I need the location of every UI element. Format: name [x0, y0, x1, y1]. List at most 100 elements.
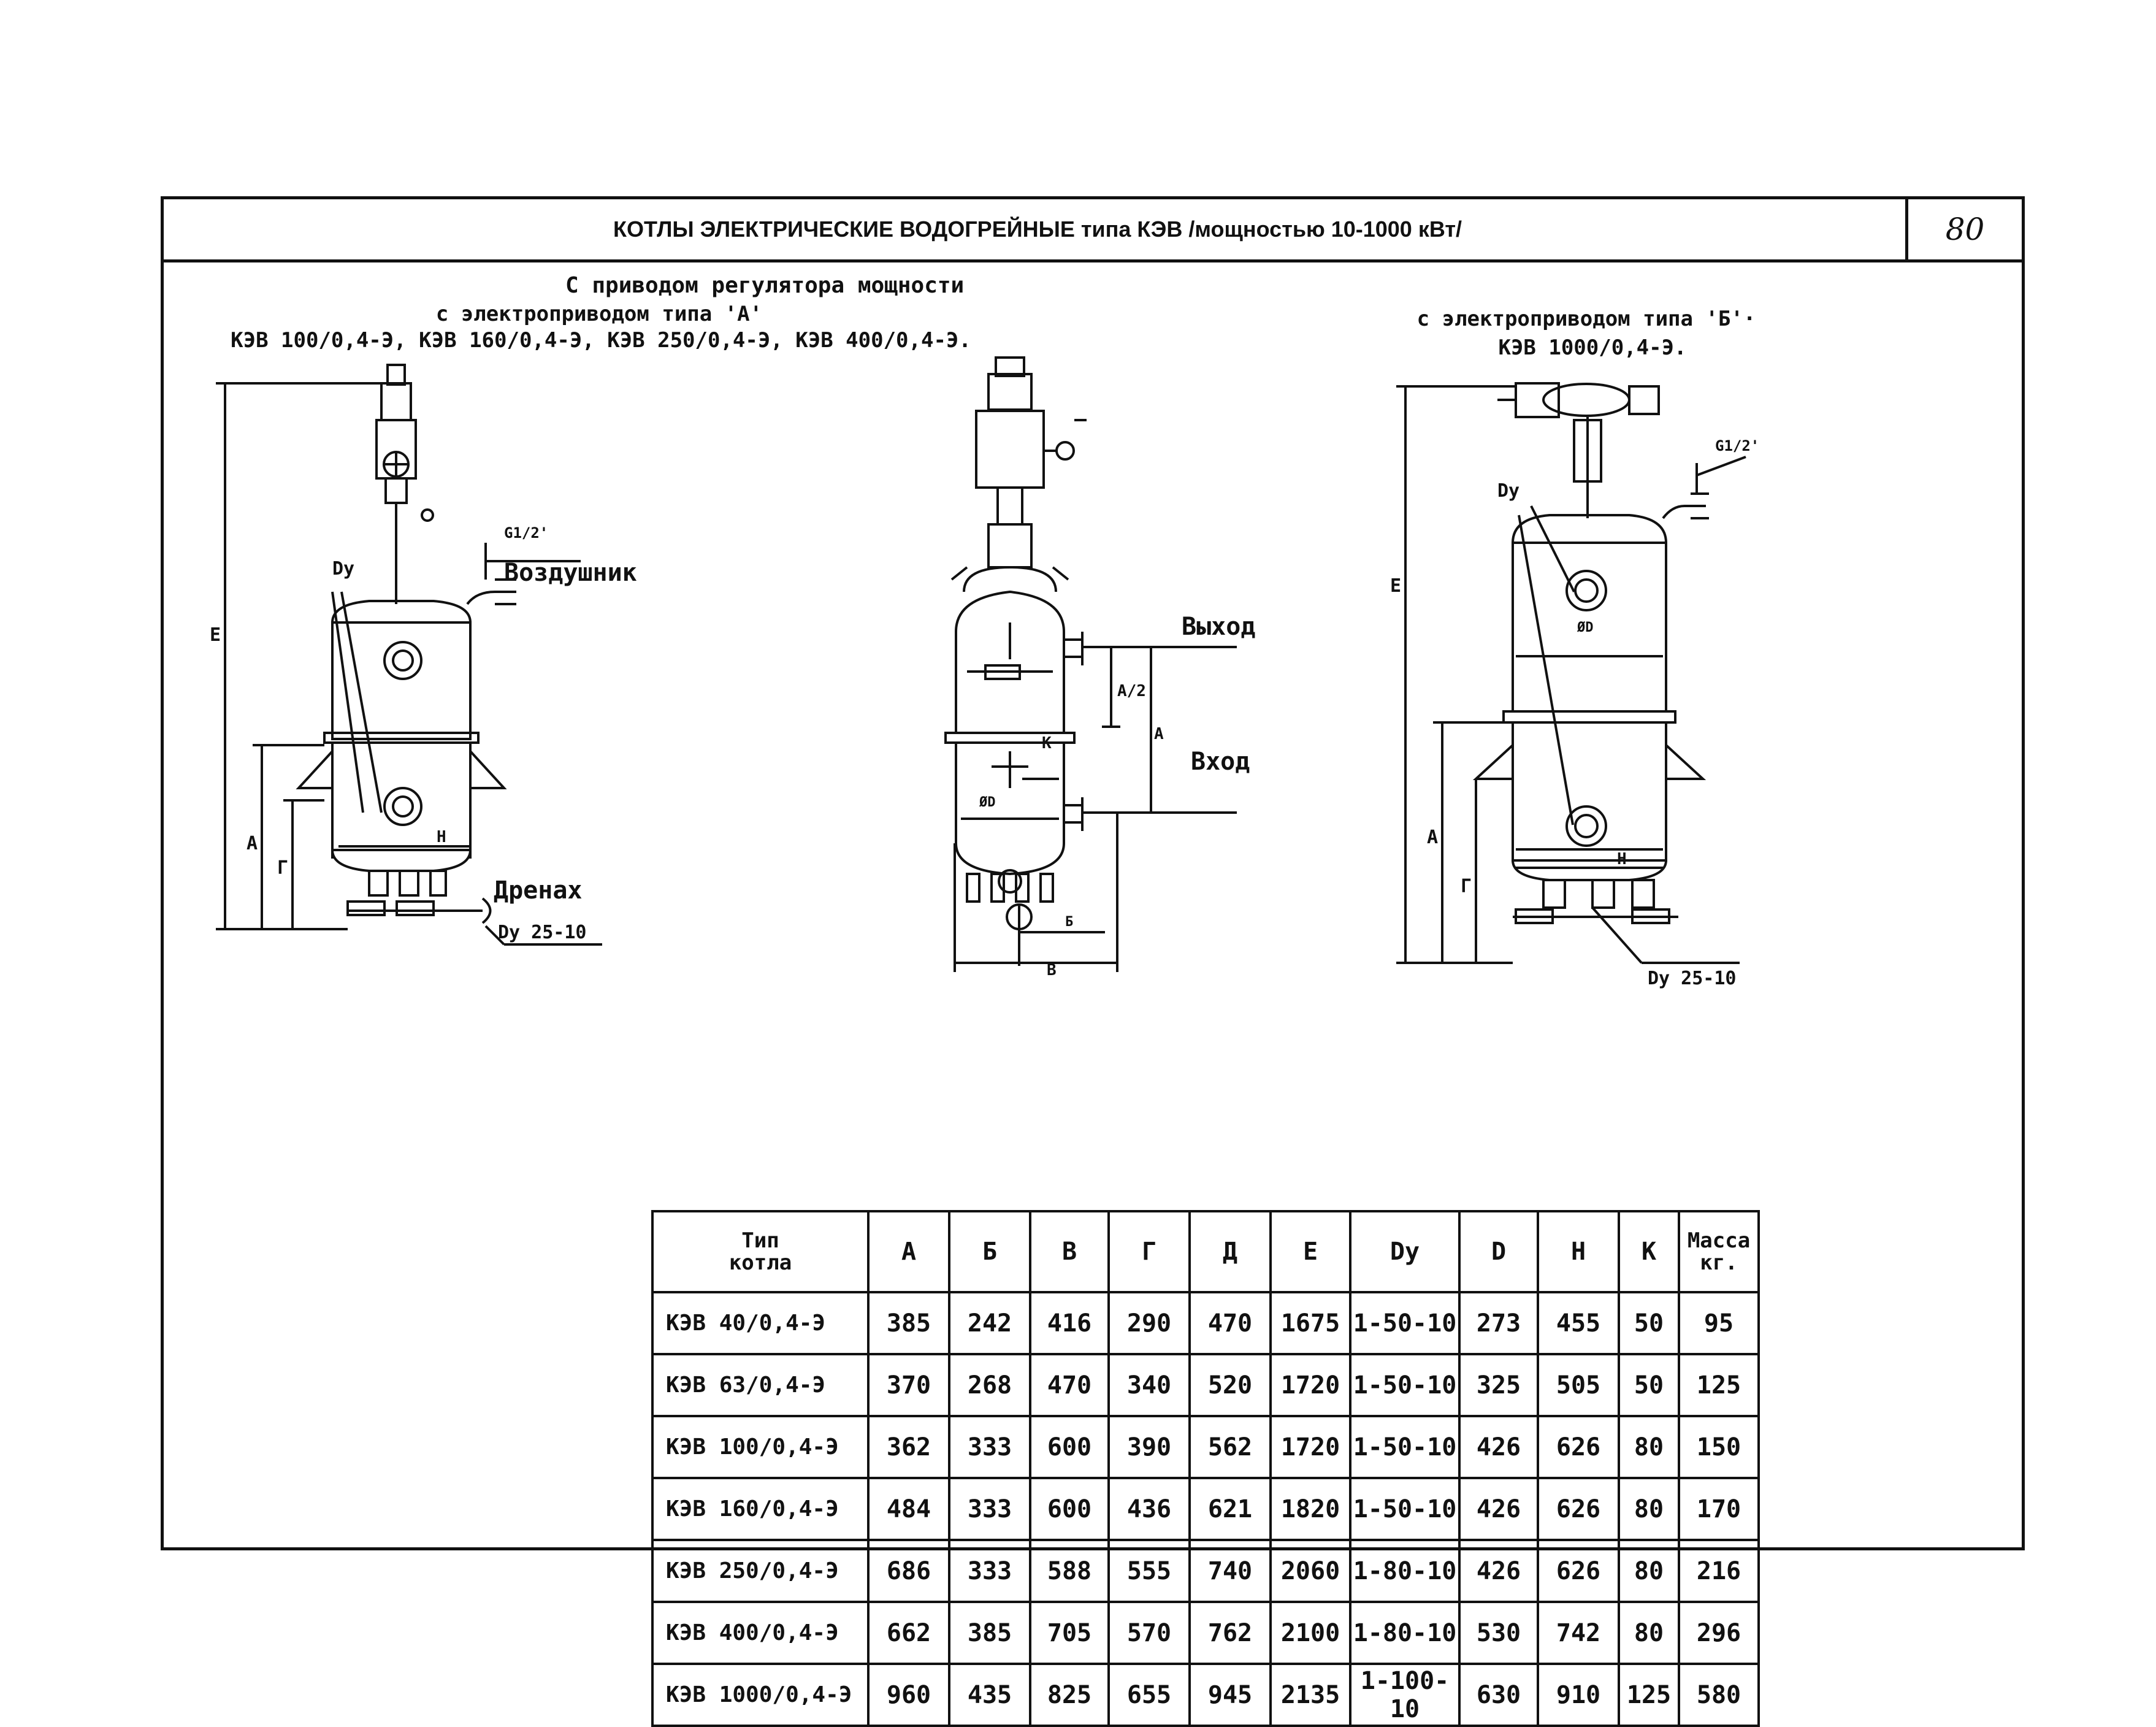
label-dy-a: Dy: [332, 558, 354, 580]
cell-d: 740: [1188, 1539, 1272, 1603]
cell-v: 600: [1029, 1477, 1110, 1541]
cell-a: 362: [867, 1415, 950, 1479]
cell-h: 455: [1537, 1291, 1620, 1355]
cell-a: 370: [867, 1353, 950, 1417]
cell-diameter: 325: [1458, 1353, 1539, 1417]
boiler-type-a-front-view: [944, 356, 1237, 972]
header-k: К: [1618, 1210, 1680, 1293]
title-block: КОТЛЫ ЭЛЕКТРИЧЕСКИЕ ВОДОГРЕЙНЫЕ типа КЭВ…: [164, 199, 2022, 262]
cell-v: 825: [1029, 1663, 1110, 1727]
cell-d: 621: [1188, 1477, 1272, 1541]
cell-type: КЭВ 100/0,4-Э: [651, 1415, 870, 1479]
header-type-line1: Тип: [741, 1228, 779, 1253]
cell-e: 2100: [1269, 1601, 1351, 1665]
cell-b: 333: [948, 1477, 1031, 1541]
cell-h: 505: [1537, 1353, 1620, 1417]
cell-k: 80: [1618, 1415, 1680, 1479]
label-dy-b: Dy: [1497, 480, 1520, 502]
label-k: К: [1042, 734, 1052, 752]
boiler-type-a-side-view: [216, 364, 602, 946]
specification-table: Тип котла А Б В Г Д Е Dy D Н К Масса кг.: [651, 1210, 1760, 1727]
header-mass: Масса кг.: [1678, 1210, 1760, 1293]
cell-b: 435: [948, 1663, 1031, 1727]
label-phi-d-b: ØD: [1577, 620, 1594, 635]
cell-v: 705: [1029, 1601, 1110, 1665]
cell-h: 626: [1537, 1477, 1620, 1541]
caption-left-line1: С приводом регулятора мощности: [565, 273, 965, 298]
cell-diameter: 426: [1458, 1415, 1539, 1479]
header-mass-line2: кг.: [1700, 1250, 1738, 1275]
caption-left-line3: КЭВ 100/0,4-Э, КЭВ 160/0,4-Э, КЭВ 250/0,…: [231, 328, 971, 353]
cell-dy: 1-80-10: [1349, 1539, 1461, 1603]
cell-h: 626: [1537, 1539, 1620, 1603]
specification-table-wrapper: Тип котла А Б В Г Д Е Dy D Н К Масса кг.: [651, 1210, 1760, 1727]
cell-type: КЭВ 250/0,4-Э: [651, 1539, 870, 1603]
table-body: КЭВ 40/0,4-Э 385 242 416 290 470 1675 1-…: [651, 1291, 1760, 1727]
label-dy-25-10-b: Dy 25-10: [1648, 968, 1737, 989]
cell-type: КЭВ 40/0,4-Э: [651, 1291, 870, 1355]
header-g: Г: [1107, 1210, 1191, 1293]
cell-g: 340: [1107, 1353, 1191, 1417]
caption-right-line2: КЭВ 1000/0,4-Э.: [1498, 335, 1687, 360]
header-mass-line1: Масса: [1687, 1228, 1751, 1253]
label-a-b: А: [1427, 827, 1438, 848]
cell-k: 50: [1618, 1291, 1680, 1355]
caption-left-line2: с электроприводом типа 'А': [435, 302, 763, 326]
cell-v: 600: [1029, 1415, 1110, 1479]
header-v: В: [1029, 1210, 1110, 1293]
label-h-b: Н: [1617, 850, 1627, 868]
table-row: КЭВ 400/0,4-Э 662 385 705 570 762 2100 1…: [651, 1601, 1760, 1665]
cell-a: 385: [867, 1291, 950, 1355]
cell-d: 762: [1188, 1601, 1272, 1665]
cell-e: 1675: [1269, 1291, 1351, 1355]
cell-g: 655: [1107, 1663, 1191, 1727]
cell-h: 910: [1537, 1663, 1620, 1727]
label-entry: Вход: [1191, 748, 1250, 776]
table-row: КЭВ 160/0,4-Э 484 333 600 436 621 1820 1…: [651, 1477, 1760, 1541]
cell-mass: 216: [1678, 1539, 1760, 1603]
drawing-sheet: КОТЛЫ ЭЛЕКТРИЧЕСКИЕ ВОДОГРЕЙНЫЕ типа КЭВ…: [161, 196, 2025, 1727]
cell-diameter: 273: [1458, 1291, 1539, 1355]
cell-v: 416: [1029, 1291, 1110, 1355]
cell-dy: 1-80-10: [1349, 1601, 1461, 1665]
boiler-type-b-side-view: [1396, 382, 1746, 964]
label-drain: Дренах: [494, 876, 583, 905]
cell-type: КЭВ 400/0,4-Э: [651, 1601, 870, 1665]
sheet-title: КОТЛЫ ЭЛЕКТРИЧЕСКИЕ ВОДОГРЕЙНЫЕ типа КЭВ…: [613, 216, 1462, 242]
cell-dy: 1-50-10: [1349, 1291, 1461, 1355]
cell-mass: 580: [1678, 1663, 1760, 1727]
label-air-vent: Воздушник: [504, 559, 637, 587]
header-type-line2: котла: [728, 1250, 792, 1275]
cell-d: 562: [1188, 1415, 1272, 1479]
header-h: Н: [1537, 1210, 1620, 1293]
header-a: А: [867, 1210, 950, 1293]
cell-v: 588: [1029, 1539, 1110, 1603]
cell-dy: 1-100-10: [1349, 1663, 1461, 1727]
cell-dy: 1-50-10: [1349, 1353, 1461, 1417]
cell-diameter: 426: [1458, 1477, 1539, 1541]
cell-k: 125: [1618, 1663, 1680, 1727]
boiler-drawings: Dy G1/2' Воздушник Дренах Dy 25-10 Е А Г…: [210, 356, 1759, 989]
label-b-small: Б: [1065, 914, 1073, 930]
label-g12-a: G1/2': [504, 524, 548, 542]
cell-h: 742: [1537, 1601, 1620, 1665]
cell-e: 1720: [1269, 1415, 1351, 1479]
cell-a: 484: [867, 1477, 950, 1541]
cell-e: 1820: [1269, 1477, 1351, 1541]
cell-e: 2135: [1269, 1663, 1351, 1727]
cell-h: 626: [1537, 1415, 1620, 1479]
table-row: КЭВ 100/0,4-Э 362 333 600 390 562 1720 1…: [651, 1415, 1760, 1479]
caption-right-line1: с электроприводом типа 'Б'·: [1416, 307, 1756, 331]
cell-g: 290: [1107, 1291, 1191, 1355]
cell-mass: 95: [1678, 1291, 1760, 1355]
cell-type: КЭВ 1000/0,4-Э: [651, 1663, 870, 1727]
cell-d: 470: [1188, 1291, 1272, 1355]
cell-a: 662: [867, 1601, 950, 1665]
cell-type: КЭВ 63/0,4-Э: [651, 1353, 870, 1417]
cell-dy: 1-50-10: [1349, 1477, 1461, 1541]
cell-a: 960: [867, 1663, 950, 1727]
cell-g: 436: [1107, 1477, 1191, 1541]
cell-diameter: 426: [1458, 1539, 1539, 1603]
cell-g: 390: [1107, 1415, 1191, 1479]
page-number-box: 80: [1905, 199, 2022, 259]
